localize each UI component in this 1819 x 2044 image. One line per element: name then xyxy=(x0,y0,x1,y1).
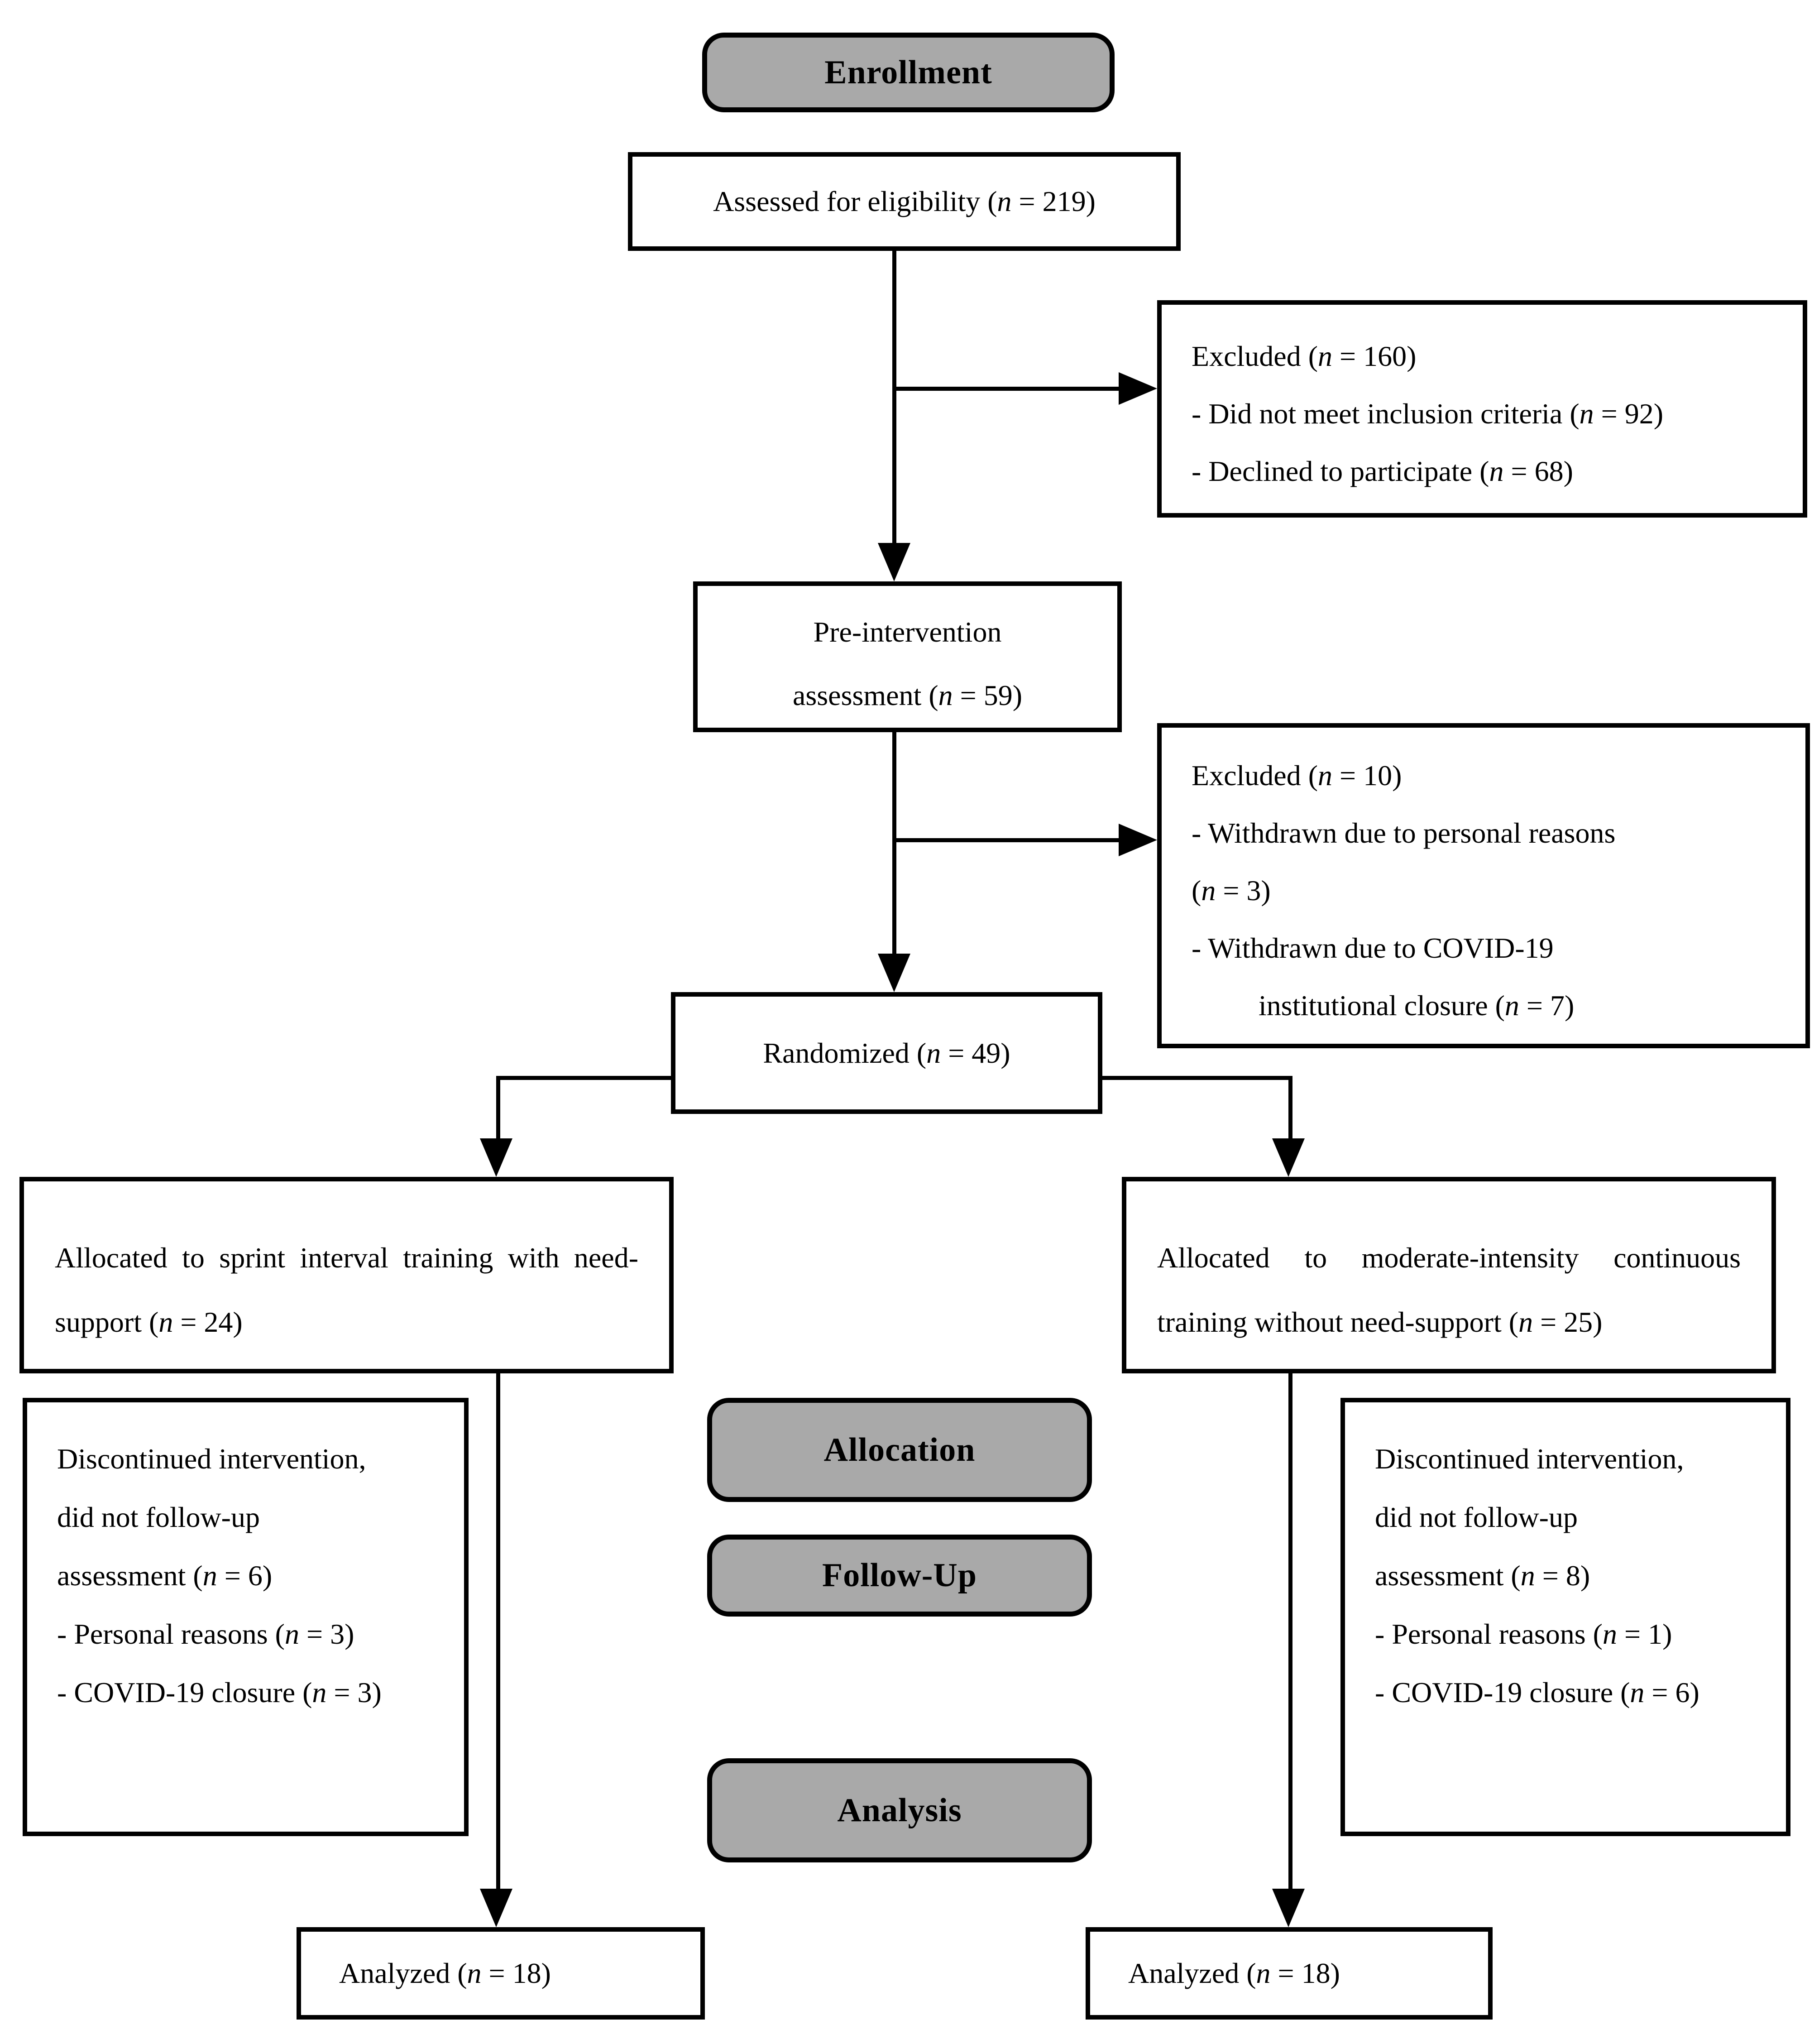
discontinued-right-box: Discontinued intervention, did not follo… xyxy=(1340,1398,1790,1836)
preintervention-line: assessment (n = 59) xyxy=(792,679,1023,711)
randomized-text: Randomized (n = 49) xyxy=(763,1036,1010,1069)
discontinued-left-box: Discontinued intervention, did not follo… xyxy=(23,1398,469,1836)
assessed-for-eligibility-box: Assessed for eligibility (n = 219) xyxy=(628,152,1181,251)
excluded2-line: - Withdrawn due to personal reasons xyxy=(1192,817,1616,849)
discontinued-right-line: assessment (n = 8) xyxy=(1375,1559,1590,1592)
connector-to-excluded2 xyxy=(894,838,1119,842)
arrowhead-into-allocated-right xyxy=(1272,1138,1305,1177)
excluded2-line: - Withdrawn due to COVID-19 xyxy=(1192,932,1554,964)
discontinued-left-line: assessment (n = 6) xyxy=(57,1559,273,1592)
discontinued-left-line: did not follow-up xyxy=(57,1501,260,1533)
allocation-stage-label: Allocation xyxy=(707,1398,1092,1502)
analyzed-left-box: Analyzed (n = 18) xyxy=(297,1927,705,2020)
discontinued-left-line: - Personal reasons (n = 3) xyxy=(57,1618,354,1650)
excluded2-line: (n = 3) xyxy=(1192,874,1271,907)
arrowhead-into-randomized xyxy=(878,954,910,992)
analyzed-right-box: Analyzed (n = 18) xyxy=(1086,1927,1493,2020)
excluded2-line: institutional closure (n = 7) xyxy=(1259,989,1575,1022)
connector-randomized-left-horizontal xyxy=(498,1076,671,1080)
discontinued-right-line: - Personal reasons (n = 1) xyxy=(1375,1618,1672,1650)
excluded-enrollment-box: Excluded (n = 160) - Did not meet inclus… xyxy=(1157,300,1807,518)
excluded1-line: - Did not meet inclusion criteria (n = 9… xyxy=(1192,398,1664,430)
arrowhead-into-analyzed-right xyxy=(1272,1889,1305,1927)
excluded2-line: Excluded (n = 10) xyxy=(1192,759,1402,792)
allocated-moderate-intensity-box: Allocated to moderate-intensity continuo… xyxy=(1122,1177,1776,1373)
allocated-sprint-interval-box: Allocated to sprint interval training wi… xyxy=(19,1177,674,1373)
preintervention-line: Pre-intervention xyxy=(813,616,1002,648)
analysis-stage-label: Analysis xyxy=(707,1758,1092,1862)
analyzed-left-text: Analyzed (n = 18) xyxy=(339,1957,551,1989)
enrollment-stage-label: Enrollment xyxy=(702,33,1115,112)
arrowhead-into-analyzed-left xyxy=(480,1889,512,1927)
arrowhead-into-preintervention xyxy=(878,543,910,581)
connector-to-excluded1 xyxy=(894,387,1119,391)
assessed-text: Assessed for eligibility (n = 219) xyxy=(713,185,1096,217)
arrowhead-into-allocated-left xyxy=(480,1138,512,1177)
connector-preintervention-to-randomized xyxy=(892,732,896,954)
discontinued-left-line: - COVID-19 closure (n = 3) xyxy=(57,1676,382,1708)
preintervention-assessment-box: Pre-intervention assessment (n = 59) xyxy=(693,581,1122,732)
arrowhead-into-excluded2 xyxy=(1119,824,1157,856)
connector-allocated-left-to-analyzed xyxy=(496,1373,500,1889)
connector-assessed-to-preintervention xyxy=(892,251,896,543)
excluded-preintervention-box: Excluded (n = 10) - Withdrawn due to per… xyxy=(1157,723,1810,1048)
connector-randomized-left-vertical xyxy=(496,1076,500,1138)
connector-allocated-right-to-analyzed xyxy=(1288,1373,1292,1889)
discontinued-right-line: Discontinued intervention, xyxy=(1375,1443,1684,1475)
excluded1-line: Excluded (n = 160) xyxy=(1192,340,1417,372)
randomized-box: Randomized (n = 49) xyxy=(671,992,1102,1114)
allocated-right-text: Allocated to moderate-intensity continuo… xyxy=(1157,1242,1741,1338)
analyzed-right-text: Analyzed (n = 18) xyxy=(1128,1957,1340,1989)
connector-randomized-right-horizontal xyxy=(1102,1076,1290,1080)
allocated-left-text: Allocated to sprint interval training wi… xyxy=(55,1242,638,1338)
discontinued-right-line: did not follow-up xyxy=(1375,1501,1578,1533)
excluded1-line: - Declined to participate (n = 68) xyxy=(1192,455,1573,487)
followup-stage-label: Follow-Up xyxy=(707,1535,1092,1617)
discontinued-right-line: - COVID-19 closure (n = 6) xyxy=(1375,1676,1699,1708)
arrowhead-into-excluded1 xyxy=(1119,372,1157,405)
discontinued-left-line: Discontinued intervention, xyxy=(57,1443,366,1475)
connector-randomized-right-vertical xyxy=(1288,1076,1292,1138)
